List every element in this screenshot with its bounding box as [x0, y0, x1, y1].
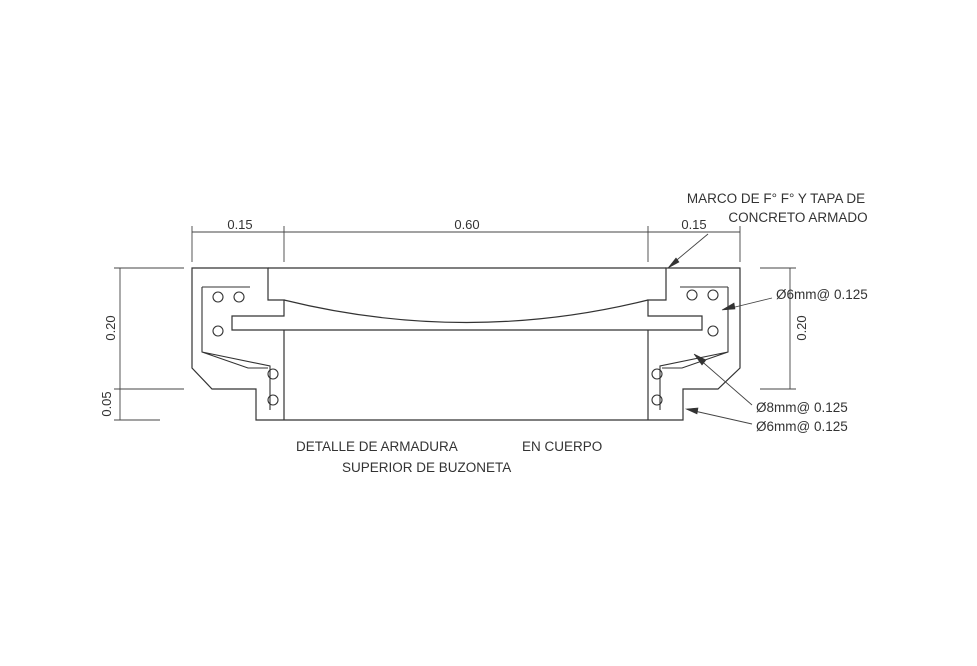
leader-rebar-mid — [693, 353, 753, 406]
callout-rebar-mid: Ø8mm@ 0.125 — [756, 400, 848, 415]
dim-top-right: 0.15 — [681, 217, 706, 232]
top-dimension-lines — [191, 226, 741, 262]
callout-frame-line2: CONCRETO ARMADO — [728, 210, 867, 225]
cover-curved-underside — [283, 299, 649, 324]
dim-left-lower: 0.05 — [99, 391, 114, 416]
rebar-circles — [212, 289, 719, 406]
left-dimension-lines — [114, 267, 184, 421]
leader-frame — [667, 233, 709, 269]
caption-line1-a: DETALLE DE ARMADURA — [296, 439, 458, 454]
leader-rebar-bottom — [684, 407, 753, 425]
leader-rebar-top — [721, 297, 773, 311]
caption-line2: SUPERIOR DE BUZONETA — [342, 460, 511, 475]
caption-line1-b: EN CUERPO — [522, 439, 602, 454]
dim-right-height: 0.20 — [794, 315, 809, 340]
dim-left-upper: 0.20 — [103, 315, 118, 340]
concrete-body-outline — [191, 267, 741, 421]
right-dimension-lines — [760, 267, 796, 390]
dim-top-left: 0.15 — [227, 217, 252, 232]
callout-rebar-top: Ø6mm@ 0.125 — [776, 287, 868, 302]
rebar-right — [659, 287, 729, 410]
rebar-left — [201, 287, 271, 410]
dim-top-center: 0.60 — [454, 217, 479, 232]
callout-frame-line1: MARCO DE F° F° Y TAPA DE — [687, 191, 865, 206]
callout-rebar-bottom: Ø6mm@ 0.125 — [756, 419, 848, 434]
